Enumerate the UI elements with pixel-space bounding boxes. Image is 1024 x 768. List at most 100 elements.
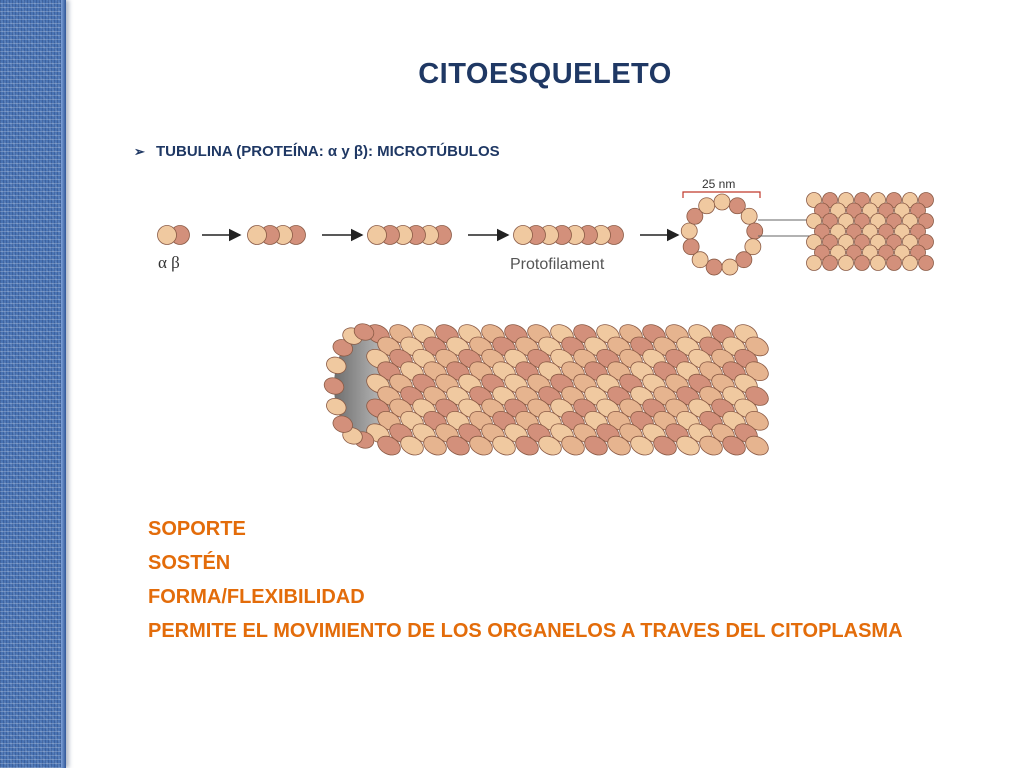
segment-subunit <box>910 244 926 261</box>
tube-subunit <box>400 435 424 456</box>
point-forma: FORMA/FLEXIBILIDAD <box>148 586 365 608</box>
tubulin-subunit <box>157 225 177 245</box>
segment-subunit <box>878 223 894 240</box>
segment-subunit <box>910 223 926 240</box>
tube-subunit <box>377 435 401 456</box>
segment-subunit <box>846 244 862 261</box>
segment-subunit <box>822 234 838 250</box>
tube-subunit <box>607 435 631 456</box>
tube-subunit <box>492 435 516 456</box>
microtubule-tube-illustration <box>323 323 769 456</box>
segment-subunit <box>854 213 870 229</box>
segment-subunit <box>862 223 878 240</box>
segment-subunit <box>886 213 902 229</box>
arrow-bullet-icon: ➢ <box>134 143 145 159</box>
segment-subunit <box>894 202 910 219</box>
ring-subunit <box>740 207 758 225</box>
microtubule-cross-section <box>680 193 764 276</box>
segment-subunit <box>902 213 918 229</box>
segment-subunit <box>886 234 902 250</box>
segment-subunit <box>862 202 878 219</box>
rim-subunit <box>323 377 345 395</box>
ring-subunit <box>705 258 723 276</box>
slide-title: CITOESQUELETO <box>418 58 672 90</box>
tube-subunit <box>469 435 493 456</box>
segment-subunit <box>870 255 886 271</box>
tube-subunit <box>584 435 608 456</box>
bullet-item: ➢ TUBULINA (PROTEÍNA: α y β): MICROTÚBUL… <box>134 143 500 160</box>
segment-subunit <box>878 202 894 219</box>
segment-subunit <box>910 202 926 219</box>
segment-subunit <box>846 202 862 219</box>
tube-subunit <box>561 435 585 456</box>
segment-subunit <box>814 202 830 219</box>
segment-subunit <box>854 192 870 208</box>
segment-subunit <box>814 223 830 240</box>
tube-subunit <box>515 435 539 456</box>
ring-subunit <box>686 207 704 225</box>
dimer-chains <box>157 225 624 245</box>
tubulin-subunit <box>513 225 533 245</box>
segment-subunit <box>870 192 886 208</box>
point-sosten: SOSTÉN <box>148 552 231 574</box>
ring-subunit <box>735 251 753 269</box>
ring-subunit <box>691 251 709 269</box>
segment-subunit <box>918 234 934 250</box>
rim-subunit <box>326 356 347 374</box>
segment-subunit <box>806 192 822 208</box>
tube-subunit <box>538 435 562 456</box>
segment-subunit <box>894 244 910 261</box>
width-label: 25 nm <box>702 177 735 191</box>
segment-subunit <box>902 255 918 271</box>
segment-subunit <box>886 192 902 208</box>
segment-subunit <box>830 244 846 261</box>
tube-subunit <box>423 435 447 456</box>
protofilament-label: Protofilament <box>510 256 605 273</box>
point-movimiento: PERMITE EL MOVIMIENTO DE LOS ORGANELOS A… <box>148 620 903 642</box>
bullet-text: TUBULINA (PROTEÍNA: α y β): MICROTÚBULOS <box>156 143 500 160</box>
segment-subunit <box>918 213 934 229</box>
segment-subunit <box>846 223 862 240</box>
ring-subunit <box>680 222 698 240</box>
segment-subunit <box>918 255 934 271</box>
microtubule-segment <box>806 192 934 271</box>
segment-subunit <box>918 192 934 208</box>
segment-subunit <box>854 255 870 271</box>
tube-subunit <box>699 435 723 456</box>
tube-subunit <box>630 435 654 456</box>
segment-subunit <box>870 213 886 229</box>
segment-subunit <box>902 192 918 208</box>
segment-subunit <box>870 234 886 250</box>
segment-subunit <box>838 192 854 208</box>
tube-subunit <box>653 435 677 456</box>
decorative-side-band <box>0 0 66 768</box>
segment-subunit <box>822 255 838 271</box>
pointer-lines <box>758 219 810 237</box>
function-list: SOPORTE SOSTÉN FORMA/FLEXIBILIDAD PERMIT… <box>148 512 940 648</box>
tube-subunit <box>745 435 769 456</box>
tube-subunit <box>676 435 700 456</box>
rim-subunit <box>353 323 375 341</box>
tube-subunit <box>722 435 746 456</box>
dimer-label: α β <box>158 253 180 272</box>
tubulin-subunit <box>247 225 267 245</box>
segment-subunit <box>886 255 902 271</box>
tubulin-lattice <box>323 323 769 456</box>
segment-subunit <box>814 244 830 261</box>
segment-subunit <box>822 213 838 229</box>
ring-subunit <box>713 193 731 211</box>
ring-subunit <box>728 197 746 215</box>
segment-subunit <box>830 202 846 219</box>
ring-subunit <box>721 258 739 276</box>
ring-subunit <box>682 238 700 256</box>
segment-subunit <box>894 223 910 240</box>
width-bracket <box>682 191 761 198</box>
segment-subunit <box>806 234 822 250</box>
rim-subunit <box>326 398 347 416</box>
microtubule-assembly-diagram: α β Protofilament 25 nm <box>157 177 934 276</box>
tube-subunit <box>446 435 470 456</box>
segment-subunit <box>878 244 894 261</box>
segment-subunit <box>830 223 846 240</box>
segment-subunit <box>838 255 854 271</box>
rim-subunit <box>332 415 353 433</box>
